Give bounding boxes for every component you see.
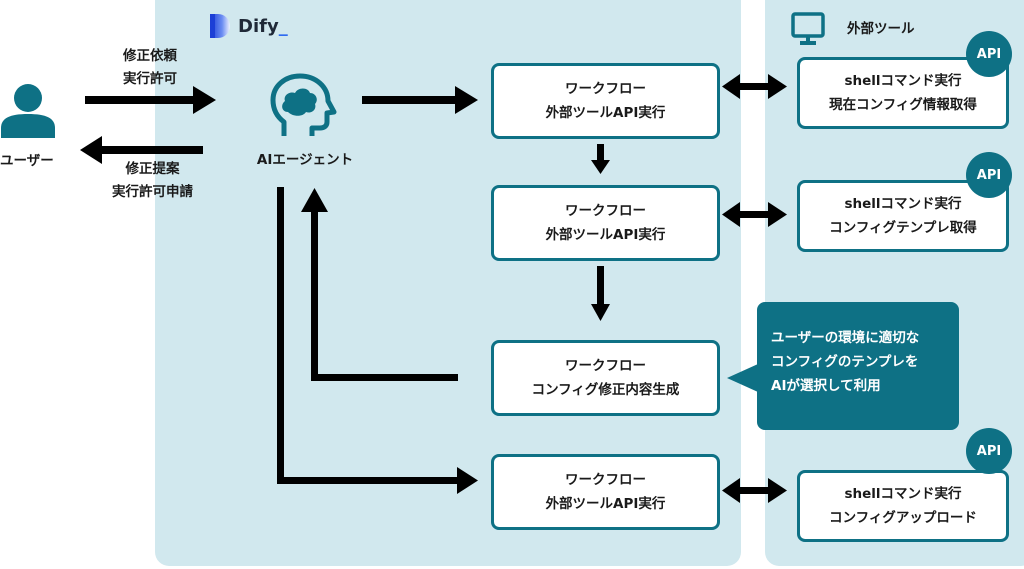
arrow-workflow-1-to-2 — [591, 144, 610, 174]
api-tool-title: shellコマンド実行 — [844, 73, 962, 89]
arrow-workflow-3-to-agent — [301, 188, 458, 381]
double-arrow-workflow-1-api-1 — [722, 74, 787, 99]
request-label-line: 修正依頼 — [123, 48, 177, 64]
user-label: ユーザー — [0, 153, 54, 169]
workflow-action: 外部ツールAPI実行 — [545, 227, 666, 243]
double-arrow-workflow-4-api-3 — [722, 478, 787, 503]
dify-logo: Dify _ — [210, 14, 288, 38]
api-tool-action: コンフィグアップロード — [829, 510, 977, 526]
api-tool-action: コンフィグテンプレ取得 — [829, 220, 977, 236]
api-tool-box: shellコマンド実行 コンフィグアップロード — [797, 470, 1009, 542]
dify-logo-text: Dify — [238, 15, 279, 37]
arrow-agent-to-workflow-4 — [277, 187, 478, 494]
api-badge: API — [966, 428, 1012, 474]
callout-line: コンフィグのテンプレを — [771, 354, 919, 370]
workflow-box: ワークフロー 外部ツールAPI実行 — [491, 185, 720, 261]
proposal-label-line: 実行許可申請 — [112, 184, 193, 200]
workflow-title: ワークフロー — [565, 81, 646, 97]
callout-tail — [727, 364, 758, 392]
callout-line: ユーザーの環境に適切な — [771, 330, 920, 346]
workflow-box: ワークフロー 外部ツールAPI実行 — [491, 454, 720, 530]
proposal-label-line: 修正提案 — [125, 161, 180, 177]
arrow-agent-to-user — [80, 136, 203, 164]
workflow-action: コンフィグ修正内容生成 — [531, 382, 680, 398]
arrow-workflow-2-to-3 — [591, 266, 610, 321]
workflow-action: 外部ツールAPI実行 — [545, 105, 666, 121]
external-tools-title: 外部ツール — [847, 21, 915, 37]
workflow-title: ワークフロー — [565, 358, 646, 374]
workflow-title: ワークフロー — [565, 472, 646, 488]
agent-label: AIエージェント — [256, 152, 354, 168]
ai-head-icon — [270, 73, 337, 136]
user-icon — [1, 84, 55, 138]
api-tool-action: 現在コンフィグ情報取得 — [829, 97, 977, 113]
proposal-label: 修正提案 実行許可申請 — [95, 158, 210, 204]
workflow-box: ワークフロー コンフィグ修正内容生成 — [491, 340, 720, 416]
api-badge: API — [966, 31, 1012, 77]
api-tool-title: shellコマンド実行 — [844, 196, 962, 212]
request-label: 修正依頼 実行許可 — [110, 45, 190, 91]
double-arrow-workflow-2-api-2 — [722, 202, 787, 227]
api-tool-box: shellコマンド実行 現在コンフィグ情報取得 — [797, 57, 1009, 129]
callout: ユーザーの環境に適切な コンフィグのテンプレを AIが選択して利用 — [757, 302, 959, 430]
request-label-line: 実行許可 — [123, 71, 177, 87]
workflow-box: ワークフロー 外部ツールAPI実行 — [491, 63, 720, 139]
arrow-agent-to-workflow-1 — [362, 86, 478, 114]
dify-logo-icon — [210, 14, 230, 38]
workflow-title: ワークフロー — [565, 203, 646, 219]
dify-logo-suffix: _ — [278, 15, 288, 37]
api-badge: API — [966, 152, 1012, 198]
callout-line: AIが選択して利用 — [771, 378, 881, 394]
workflow-action: 外部ツールAPI実行 — [545, 496, 666, 512]
monitor-icon — [791, 12, 825, 45]
api-tool-title: shellコマンド実行 — [844, 486, 962, 502]
arrow-user-to-agent — [85, 86, 216, 114]
